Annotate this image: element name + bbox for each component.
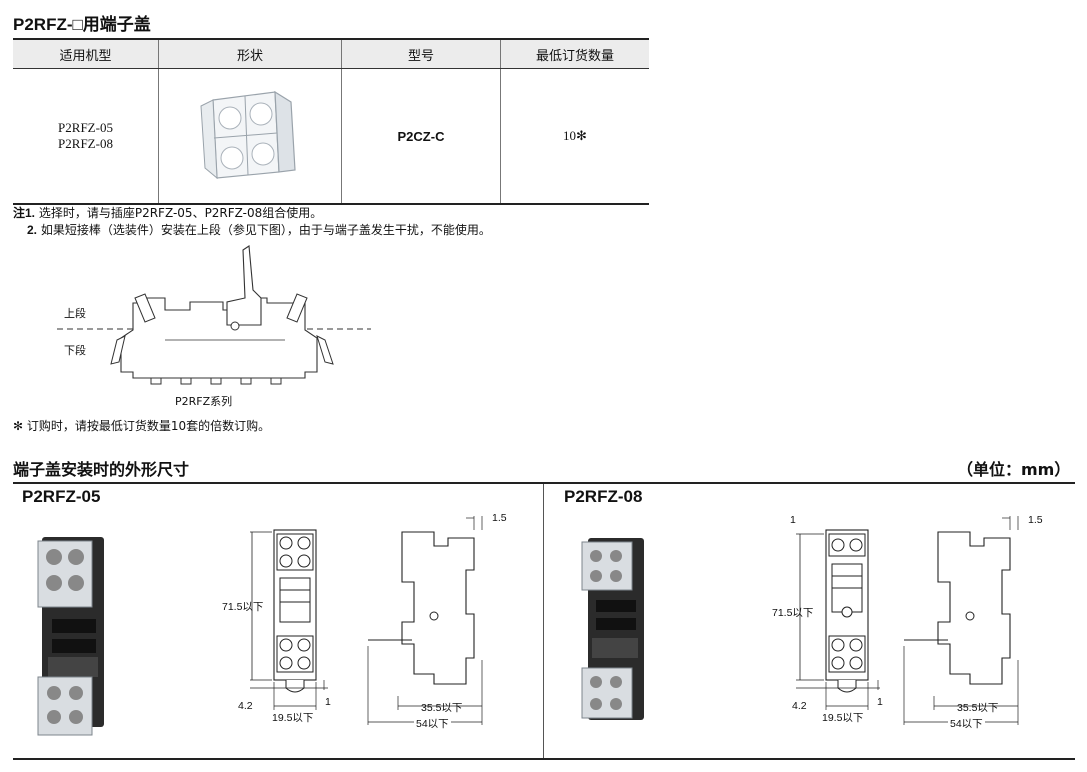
side-view-05 [367, 516, 483, 725]
cell-shape [158, 68, 342, 205]
note-2-label: 2. [27, 223, 38, 237]
socket-photo-05 [37, 537, 104, 736]
panel-divider [543, 484, 544, 758]
dim-4-2-08: 4.2 [792, 700, 807, 712]
note-2-text: 如果短接棒（选装件）安装在上段（参见下图），由于与端子盖发生干扰，不能使用。 [40, 223, 491, 237]
dim-35-5-05: 35.5以下 [421, 702, 463, 714]
section-title-cover: P2RFZ-□用端子盖 [13, 15, 151, 34]
side-view-08 [903, 516, 1019, 725]
dim-top-05: 1.5 [492, 512, 507, 524]
panel-bottom-rule [13, 758, 1075, 760]
label-lower-stage: 下段 [64, 344, 86, 357]
dim-1-08: 1 [877, 696, 883, 708]
dim-1-top-08: 1 [790, 514, 796, 526]
dim-top-08: 1.5 [1028, 514, 1043, 526]
table-row: P2RFZ-05 P2RFZ-08 P2CZ-C 10✻ [13, 68, 649, 205]
dim-54-08: 54以下 [948, 716, 985, 731]
dim-height-05: 71.5以下 [222, 601, 264, 613]
cell-part-number: P2CZ-C [341, 68, 501, 205]
spec-table: 适用机型 形状 型号 最低订货数量 P2RFZ-05 P2RFZ-08 [13, 38, 649, 205]
header-min-order-qty: 最低订货数量 [500, 38, 649, 69]
header-applicable-model: 适用机型 [13, 38, 159, 69]
panel-title-p2rfz-05: P2RFZ-05 [22, 487, 101, 506]
dim-54-05: 54以下 [414, 716, 451, 731]
front-view-08 [796, 529, 880, 710]
cell-models: P2RFZ-05 P2RFZ-08 [13, 68, 159, 205]
socket-photo-08 [581, 538, 644, 720]
dim-width-08: 19.5以下 [822, 712, 864, 724]
footnote: ✻ 订购时，请按最低订货数量10套的倍数订购。 [13, 419, 271, 433]
note-2: 2. 如果短接棒（选装件）安装在上段（参见下图），由于与端子盖发生干扰，不能使用… [27, 221, 491, 238]
note-1-text: 选择时，请与插座P2RFZ-05、P2RFZ-08组合使用。 [38, 206, 323, 220]
note-1-label: 注1. [13, 206, 36, 220]
dim-height-08: 71.5以下 [772, 607, 814, 619]
model-p2rfz-08: P2RFZ-08 [58, 136, 113, 151]
panel-top-rule [13, 482, 1075, 484]
dim-35-5-08: 35.5以下 [957, 702, 999, 714]
unit-label: （单位：mm） [957, 460, 1071, 479]
label-upper-stage: 上段 [64, 307, 86, 320]
section-title-dimensions: 端子盖安装时的外形尺寸 [13, 460, 190, 479]
panel-title-p2rfz-08: P2RFZ-08 [564, 487, 643, 506]
note-1: 注1. 选择时，请与插座P2RFZ-05、P2RFZ-08组合使用。 [13, 204, 322, 221]
cell-min-qty: 10✻ [500, 68, 649, 205]
socket-shortbar-diagram [57, 245, 371, 385]
terminal-cover-image [200, 90, 296, 180]
dim-width-05: 19.5以下 [272, 712, 314, 724]
model-p2rfz-05: P2RFZ-05 [58, 120, 113, 135]
dim-4-2-05: 4.2 [238, 700, 253, 712]
dim-1-05: 1 [325, 696, 331, 708]
figure-caption: P2RFZ系列 [175, 395, 233, 408]
header-shape: 形状 [158, 38, 342, 69]
front-view-05 [250, 529, 328, 710]
header-part-number: 型号 [341, 38, 501, 69]
